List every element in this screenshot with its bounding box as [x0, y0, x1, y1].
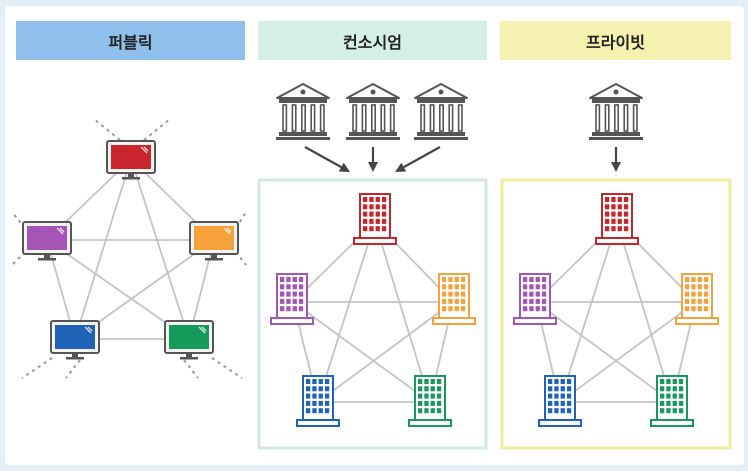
- building-icon-green: [408, 375, 452, 427]
- connection-line: [292, 301, 431, 403]
- bank-icon-private: [589, 83, 643, 140]
- consortium-network-frame: [257, 178, 488, 450]
- dashed-link: [143, 118, 171, 141]
- monitor-icon-blue: [50, 320, 100, 360]
- arrow-bank-2: [368, 147, 378, 172]
- building-icon-blue: [296, 375, 340, 427]
- dashed-link: [211, 357, 243, 379]
- building-icon-purple: [270, 273, 314, 325]
- dashed-link: [93, 118, 121, 141]
- building-icon-orange: [675, 273, 719, 325]
- connection-line: [535, 301, 673, 403]
- bank-icon-1: [276, 83, 330, 140]
- arrow-bank-3: [395, 146, 441, 172]
- arrow-bank-1: [304, 146, 350, 172]
- private-header: 프라이빗: [500, 21, 731, 60]
- dashed-link: [235, 211, 247, 229]
- arrow-bank-private: [611, 147, 621, 172]
- connection-line: [616, 221, 673, 403]
- connection-line: [374, 221, 431, 403]
- dashed-link: [65, 359, 81, 379]
- building-icon-green: [650, 375, 694, 427]
- building-icon-blue: [538, 375, 582, 427]
- bank-icon-3: [414, 83, 468, 140]
- monitor-icon-orange: [189, 221, 239, 261]
- dashed-link: [11, 251, 26, 266]
- connection-line: [130, 158, 190, 340]
- building-icon-orange: [432, 273, 476, 325]
- building-icon-red: [353, 193, 397, 245]
- private-network-frame: [500, 178, 732, 450]
- connection-line: [559, 221, 618, 403]
- monitor-icon-purple: [22, 221, 72, 261]
- connection-line: [74, 158, 132, 340]
- building-icon-red: [595, 193, 639, 245]
- dashed-link: [21, 357, 53, 379]
- bank-icon-2: [346, 83, 400, 140]
- monitor-icon-red: [106, 140, 156, 180]
- consortium-header: 컨소시엄: [258, 21, 487, 60]
- public-header: 퍼블릭: [16, 21, 245, 60]
- dashed-link: [183, 359, 199, 379]
- connection-line: [559, 301, 697, 403]
- building-icon-purple: [513, 273, 557, 325]
- connection-line: [317, 221, 376, 403]
- connection-line: [317, 301, 454, 403]
- monitor-icon-green: [164, 320, 214, 360]
